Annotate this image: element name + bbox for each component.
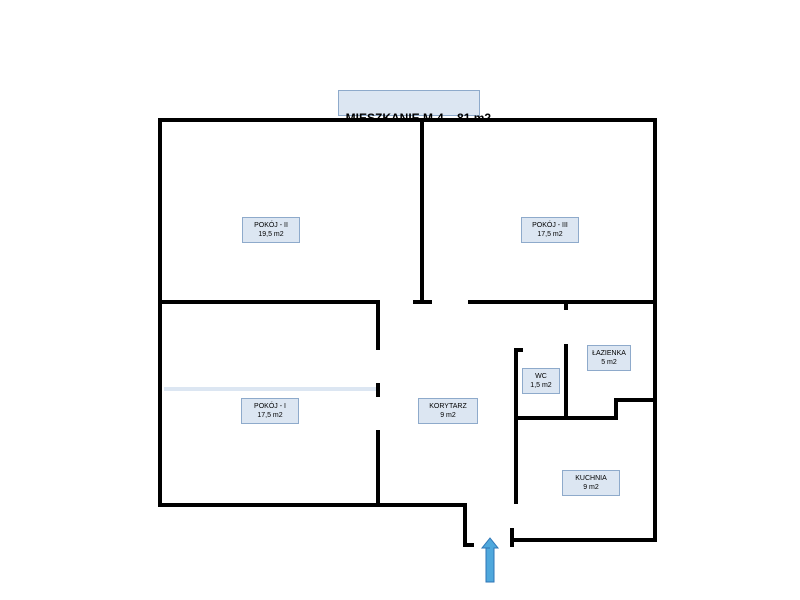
room-name: POKÓJ - II [254,222,288,229]
room-label-pokoj-i: POKÓJ - I 17,5 m2 [241,398,299,424]
room-name: ŁAZIENKA [592,350,626,357]
room-area: 1,5 m2 [530,381,552,389]
room-label-lazienka: ŁAZIENKA 5 m2 [587,345,631,371]
room-area: 19,5 m2 [258,230,284,238]
room-area: 17,5 m2 [537,230,563,238]
room-label-wc: WC 1,5 m2 [522,368,560,394]
room-name: POKÓJ - I [254,403,286,410]
apartment-area: 81 m2 [457,111,492,125]
room-area: 5 m2 [601,358,617,366]
room-name: WC [535,373,547,380]
room-name: KORYTARZ [429,403,467,410]
arrow-up-icon [480,537,500,583]
room-label-kuchnia: KUCHNIA 9 m2 [562,470,620,496]
apartment-name: MIESZKANIE M-4 [345,111,444,125]
walls [158,118,657,547]
room-label-pokoj-iii: POKÓJ - III 17,5 m2 [521,217,579,243]
apartment-title: MIESZKANIE M-4 81 m2 [338,90,491,125]
room-name: POKÓJ - III [532,222,568,229]
room-area: 17,5 m2 [257,411,283,419]
room-name: KUCHNIA [575,475,607,482]
room-area: 9 m2 [440,411,456,419]
room-area: 9 m2 [583,483,599,491]
room-label-pokoj-ii: POKÓJ - II 19,5 m2 [242,217,300,243]
room-label-korytarz: KORYTARZ 9 m2 [418,398,478,424]
